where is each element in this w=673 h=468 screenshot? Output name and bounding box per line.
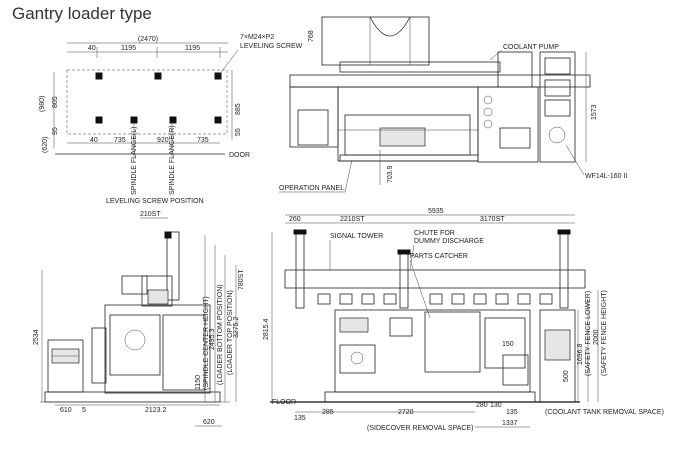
door-label: DOOR	[229, 152, 250, 159]
leveling-screw-position-label: LEVELING SCREW POSITION	[106, 198, 204, 205]
dim-285: 285	[322, 409, 334, 416]
dim-3275: 3275.2	[233, 316, 240, 338]
chute-label-line2: DUMMY DISCHARGE	[414, 238, 484, 245]
dim-left-805: 805	[52, 96, 59, 108]
wf-model-label: WF14L-160 II	[585, 173, 627, 180]
dim-768: 768	[308, 30, 315, 42]
dim-bottom-735-a: 735	[114, 137, 126, 144]
loader-top-position: (LOADER TOP POSITION)	[227, 290, 234, 375]
side-view: 210ST 2534 780ST (LOADER TOP POSITION) 3…	[33, 211, 245, 427]
dim-left-980: (980)	[39, 96, 46, 112]
chute-label-line1: CHUTE FOR	[414, 230, 455, 237]
dim-280: 280	[476, 402, 488, 409]
dim-bottom-40: 40	[90, 137, 98, 144]
floor-label: FLOOR	[272, 399, 296, 406]
dim-top-1195-b: 1195	[185, 45, 200, 52]
operation-panel-label: OPERATION PANEL	[279, 185, 344, 192]
dim-bottom-735-b: 735	[197, 137, 209, 144]
safety-fence-height: (SAFETY FENCE HEIGHT)	[601, 290, 608, 376]
spindle-center-height: (SPINDLE CENTER HEIGHT)	[203, 296, 210, 390]
dim-2000: 2000	[593, 329, 600, 345]
dim-130: 130	[490, 402, 502, 409]
signal-tower-label: SIGNAL TOWER	[330, 233, 383, 240]
dim-bottom-920: 920	[157, 137, 169, 144]
dim-left-620: (620)	[42, 137, 49, 153]
window-row	[317, 293, 553, 305]
spindle-flange-right: SPINDLE FLANGE(R)	[169, 125, 176, 195]
front-view: 5935 260 2210ST 3170ST	[263, 208, 664, 432]
dim-150: 150	[502, 341, 514, 348]
coolant-tank-removal-space: (COOLANT TANK REMOVAL SPACE)	[545, 409, 664, 416]
dim-500: 500	[563, 370, 570, 382]
plan-view: (2470) 40 1195 1195 7×M24×P2 LEVELING SC…	[39, 34, 303, 205]
dim-2495: 2495.3	[209, 328, 216, 350]
dim-right-55: 55	[235, 128, 242, 136]
dim-135-right: 135	[506, 409, 518, 416]
dim-210st: 210ST	[140, 211, 161, 218]
spindle-flange-left: SPINDLE FLANGE(L)	[131, 127, 138, 195]
dim-top-1195-a: 1195	[121, 45, 136, 52]
dim-top-40: 40	[88, 45, 96, 52]
dim-2210st: 2210ST	[340, 216, 365, 223]
dim-right-885: 885	[235, 103, 242, 115]
dim-703-9: 703.9	[387, 165, 394, 183]
sidecover-removal-space: (SIDECOVER REMOVAL SPACE)	[367, 425, 473, 432]
dim-1150: 1150	[195, 375, 202, 390]
dim-left-95: 95	[52, 127, 59, 135]
dim-1696: 1696.8	[577, 343, 584, 365]
dim-2720: 2720	[398, 409, 414, 416]
dim-260: 260	[289, 216, 301, 223]
dim-overall-width: (2470)	[138, 36, 158, 43]
dim-3170st: 3170ST	[480, 216, 505, 223]
dim-1337: 1337	[502, 420, 518, 427]
dim-610: 610	[60, 407, 72, 414]
dim-5935: 5935	[428, 208, 444, 215]
page-title: Gantry loader type	[12, 4, 152, 23]
leveling-screw-label: LEVELING SCREW	[240, 43, 303, 50]
dim-135: 135	[294, 415, 306, 422]
top-view: 768 COOLANT PUMP 1573	[279, 16, 627, 193]
dim-620: 620	[203, 419, 215, 426]
safety-fence-lower: (SAFETY FENCE LOWER)	[585, 291, 592, 376]
leveling-screw-note: 7×M24×P2	[240, 34, 274, 41]
dim-780st: 780ST	[238, 269, 245, 290]
dim-1573: 1573	[591, 104, 598, 120]
dim-2534: 2534	[33, 329, 40, 345]
dim-5: 5	[82, 407, 86, 414]
loader-bottom-position: (LOADER BOTTOM POSITION)	[217, 284, 224, 385]
dim-2123: 2123.2	[145, 407, 167, 414]
parts-catcher-label: PARTS CATCHER	[410, 253, 468, 260]
coolant-pump-label: COOLANT PUMP	[503, 44, 559, 51]
dim-2815: 2815.4	[263, 318, 270, 340]
